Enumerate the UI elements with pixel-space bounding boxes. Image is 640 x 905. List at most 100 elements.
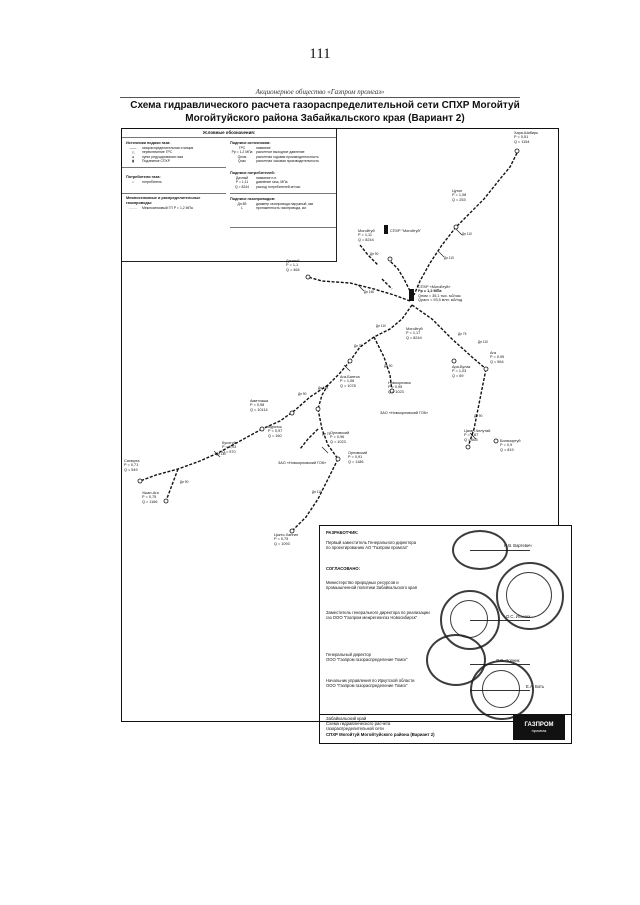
pipeline-west — [139, 428, 263, 482]
legend-symbol: ● — [131, 154, 135, 159]
segment-label: Дн 90 — [370, 252, 379, 256]
segment-label: Дн 110 — [462, 232, 472, 236]
agreed-1-line-1: Министерство природных ресурсов и — [326, 580, 399, 585]
page-number: 111 — [309, 46, 331, 62]
seal-stamp — [470, 660, 534, 720]
legend-sources-heading: Источники подачи газа: — [126, 141, 171, 145]
legend-item: —— газораспределительная станция — [126, 146, 226, 150]
zao-label-1: ЗАО «Новоорловский ГОК» — [380, 411, 429, 415]
legend-symbol: Дн 89 — [237, 202, 247, 207]
title-line-1: Схема гидравлического расчета газораспре… — [130, 100, 520, 111]
segment-label: Дн 90 — [180, 480, 189, 484]
legend-symbol: ГРС — [238, 146, 246, 151]
segment-label: Дн 75 — [458, 332, 467, 336]
agreed-2-line-2: газ ООО "Газпром межрегионгаз Новосибирс… — [326, 615, 418, 620]
zao-label-2: ЗАО «Новоорловский ГОК» — [278, 461, 327, 465]
legend-consumer-signs-heading: Подписи потребителей: — [230, 171, 276, 176]
legend-label: газораспределительная станция — [142, 146, 194, 151]
legend-item: ГРС название — [230, 146, 334, 150]
drawing-title-block: Забайкальский край Схема гидравлического… — [319, 713, 572, 744]
legend-item: Qчас расчетная часовая производительность — [230, 159, 334, 163]
developer-role-2: по проектированию АО "Газпром промгаз" — [326, 545, 409, 550]
legend-rule — [230, 193, 336, 194]
seal-stamp — [496, 562, 564, 630]
legend-label: название н.п. — [256, 176, 278, 181]
legend-symbol: Qном — [237, 154, 247, 159]
seal-stamp-inner — [506, 572, 552, 618]
pipeline-hara-tsugol — [455, 152, 518, 228]
legend-item: △переключение ГРС — [126, 150, 226, 154]
segment-label: Дн 90 — [384, 364, 393, 368]
legend-symbol: Qчас — [238, 158, 246, 163]
legend-consumers-heading: Потребители газа: — [126, 175, 161, 180]
developer-heading: РАЗРАБОТЧИК: — [326, 530, 359, 535]
agreed-4-line-2: ООО "Газпром газораспределение Томск" — [326, 683, 408, 688]
legend-symbol: - - - - — [129, 205, 137, 210]
pipeline-branch-1 — [381, 278, 393, 290]
legend-symbol: Q = 8244 — [234, 184, 250, 189]
pipeline-amitkhasha — [261, 384, 329, 430]
legend-networks-heading: Межпоселковые и распределительные газопр… — [126, 196, 201, 205]
legend-item: ○потребитель — [126, 180, 226, 184]
legend-symbol: Рр = 1,2 МПа — [231, 150, 253, 155]
organization-header: Акционерное общество «Газпром промгаз» — [255, 88, 385, 96]
segment-label: Дн 110 — [318, 386, 328, 390]
legend-label: давление газа, МПа — [256, 180, 288, 185]
legend-right-column: Подписи источников: ГРС название Рр = 1,2… — [230, 138, 334, 210]
legend-label: расчетное выходное давление — [256, 150, 305, 155]
legend-rule — [122, 193, 226, 194]
agreed-4-line-1: Начальник управления по Иркутской област… — [326, 678, 415, 683]
legend-label: название — [256, 146, 271, 151]
spxr-marker — [409, 289, 414, 301]
segment-label: Дн 110 — [376, 324, 386, 328]
seal-stamp — [452, 530, 508, 570]
spxr-small-label: СПХР "Могойтуй" — [390, 229, 421, 233]
legend-item: ● пункт редуцирования газа — [126, 155, 226, 159]
pipeline-tsugol-spxr — [413, 226, 457, 296]
agreed-heading: СОГЛАСОВАНО: — [326, 566, 360, 571]
segment-label: Дн 110 — [216, 452, 226, 456]
legend-label: пункт редуцирования газа — [142, 154, 184, 159]
pipeline-branch-3 — [299, 428, 319, 450]
approval-block: РАЗРАБОТЧИК: Первый заместитель Генераль… — [319, 525, 572, 720]
legend-source-signs-heading: Подписи источников: — [230, 141, 271, 145]
legend-label: диаметр газопровода наружный, мм — [256, 202, 313, 207]
segment-label: Дн 160 — [364, 290, 375, 294]
title-line-2: Могойтуйского района Забайкальского края… — [185, 113, 465, 124]
segment-label: Дн 75 — [354, 344, 363, 348]
developer-name: Н.В. Вартевич — [504, 543, 532, 548]
developer-role: Первый заместитель Генерального директор… — [326, 540, 417, 545]
spxr-small-marker — [384, 225, 388, 234]
header-divider — [120, 97, 520, 98]
legend-left-column: Источники подачи газа: —— газораспределит… — [126, 138, 226, 210]
pipeline-south-orlovsky — [317, 408, 339, 460]
legend-label: Подземное СПХР — [142, 158, 170, 163]
legend-label: расчетная годовая производительность — [256, 154, 319, 159]
agreed-3-line-2: ООО "Газпром газораспределение Томск" — [326, 657, 408, 662]
segment-label: Дн 110 — [444, 256, 454, 260]
pipeline-network — [137, 148, 520, 534]
seal-stamp-inner — [482, 670, 520, 708]
signature-line — [470, 620, 530, 621]
legend-label: расчетная часовая производительность — [256, 158, 320, 163]
legend-rule — [122, 137, 336, 138]
seal-stamp — [426, 634, 486, 686]
legend-symbol: —— — [129, 146, 137, 151]
agreed-4-name: Е.А. Боть — [526, 684, 545, 689]
legend-symbol: △ — [131, 150, 135, 155]
pipeline-spxr-south — [349, 304, 413, 362]
agreed-2-line-1: Заместитель генерального директора по ре… — [326, 610, 430, 615]
legend-item: ▮Подземное СПХР — [126, 159, 226, 163]
